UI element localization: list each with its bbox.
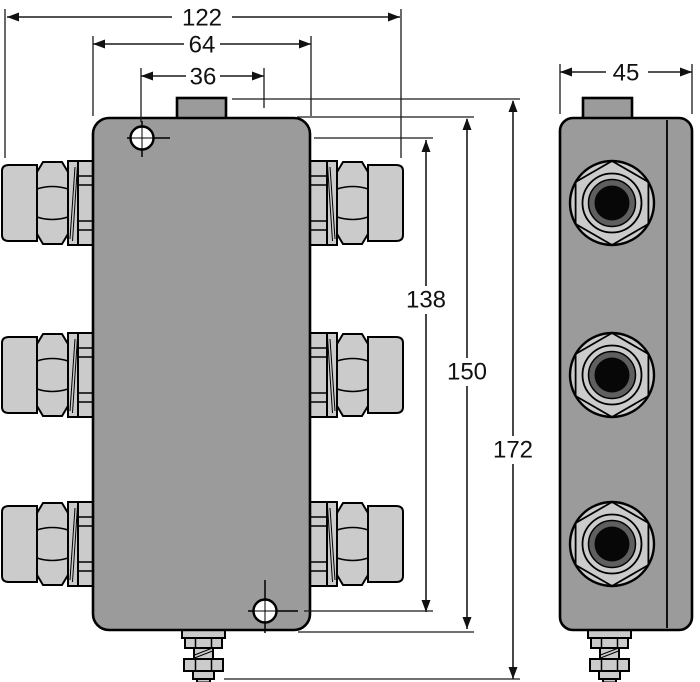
dimensions: 122 64 36 45 xyxy=(4,5,693,680)
dim-arrow-icon xyxy=(560,67,572,77)
dim-arrow-icon xyxy=(462,617,472,629)
cable-gland-left-1 xyxy=(1,160,96,246)
cable-gland-right-2 xyxy=(309,332,404,418)
dim-overall-height: 172 xyxy=(224,98,533,680)
dim-arrow-icon xyxy=(141,71,153,81)
extension-line xyxy=(304,137,433,612)
dim-arrow-icon xyxy=(462,118,472,130)
cable-gland-right-1 xyxy=(309,160,404,246)
dim-arrow-icon xyxy=(680,67,692,77)
dim-arrow-icon xyxy=(252,71,264,81)
dim-arrow-icon xyxy=(508,667,518,679)
extension-line xyxy=(92,36,312,116)
dim-depth: 45 xyxy=(559,60,693,114)
dim-hole-span: 138 xyxy=(304,137,446,612)
dim-label: 36 xyxy=(190,64,217,91)
dim-body-height: 150 xyxy=(297,116,487,633)
dim-arrow-icon xyxy=(421,140,431,152)
dim-arrow-icon xyxy=(299,39,311,49)
dim-label: 122 xyxy=(182,5,222,32)
dim-hole-offset: 36 xyxy=(140,64,265,122)
dim-label: 64 xyxy=(189,32,216,59)
extension-line xyxy=(140,68,265,122)
front-bottom-stud xyxy=(181,628,226,682)
dim-arrow-icon xyxy=(388,12,400,22)
dim-arrow-icon xyxy=(7,12,19,22)
side-view xyxy=(558,96,694,682)
extension-line xyxy=(4,9,402,158)
cable-gland-right-3 xyxy=(309,501,404,587)
dim-body-width: 64 xyxy=(92,32,312,116)
front-housing xyxy=(91,116,312,632)
mounting-hole-top xyxy=(127,121,170,157)
dim-arrow-icon xyxy=(508,100,518,112)
dim-label: 138 xyxy=(406,287,446,314)
connector-port-3 xyxy=(568,500,656,588)
extension-line xyxy=(297,116,474,633)
dim-label: 172 xyxy=(493,437,533,464)
front-view xyxy=(1,96,404,682)
dim-label: 150 xyxy=(447,359,487,386)
side-bottom-stud xyxy=(587,628,632,682)
connector-port-2 xyxy=(568,331,656,419)
cable-gland-left-3 xyxy=(1,501,96,587)
dim-overall-width: 122 xyxy=(4,5,402,158)
dim-label: 45 xyxy=(613,60,640,87)
mounting-hole-bottom xyxy=(248,580,298,633)
cable-gland-left-2 xyxy=(1,332,96,418)
dim-arrow-icon xyxy=(421,600,431,612)
connector-port-1 xyxy=(568,159,656,247)
dim-arrow-icon xyxy=(93,39,105,49)
extension-line xyxy=(224,98,520,680)
